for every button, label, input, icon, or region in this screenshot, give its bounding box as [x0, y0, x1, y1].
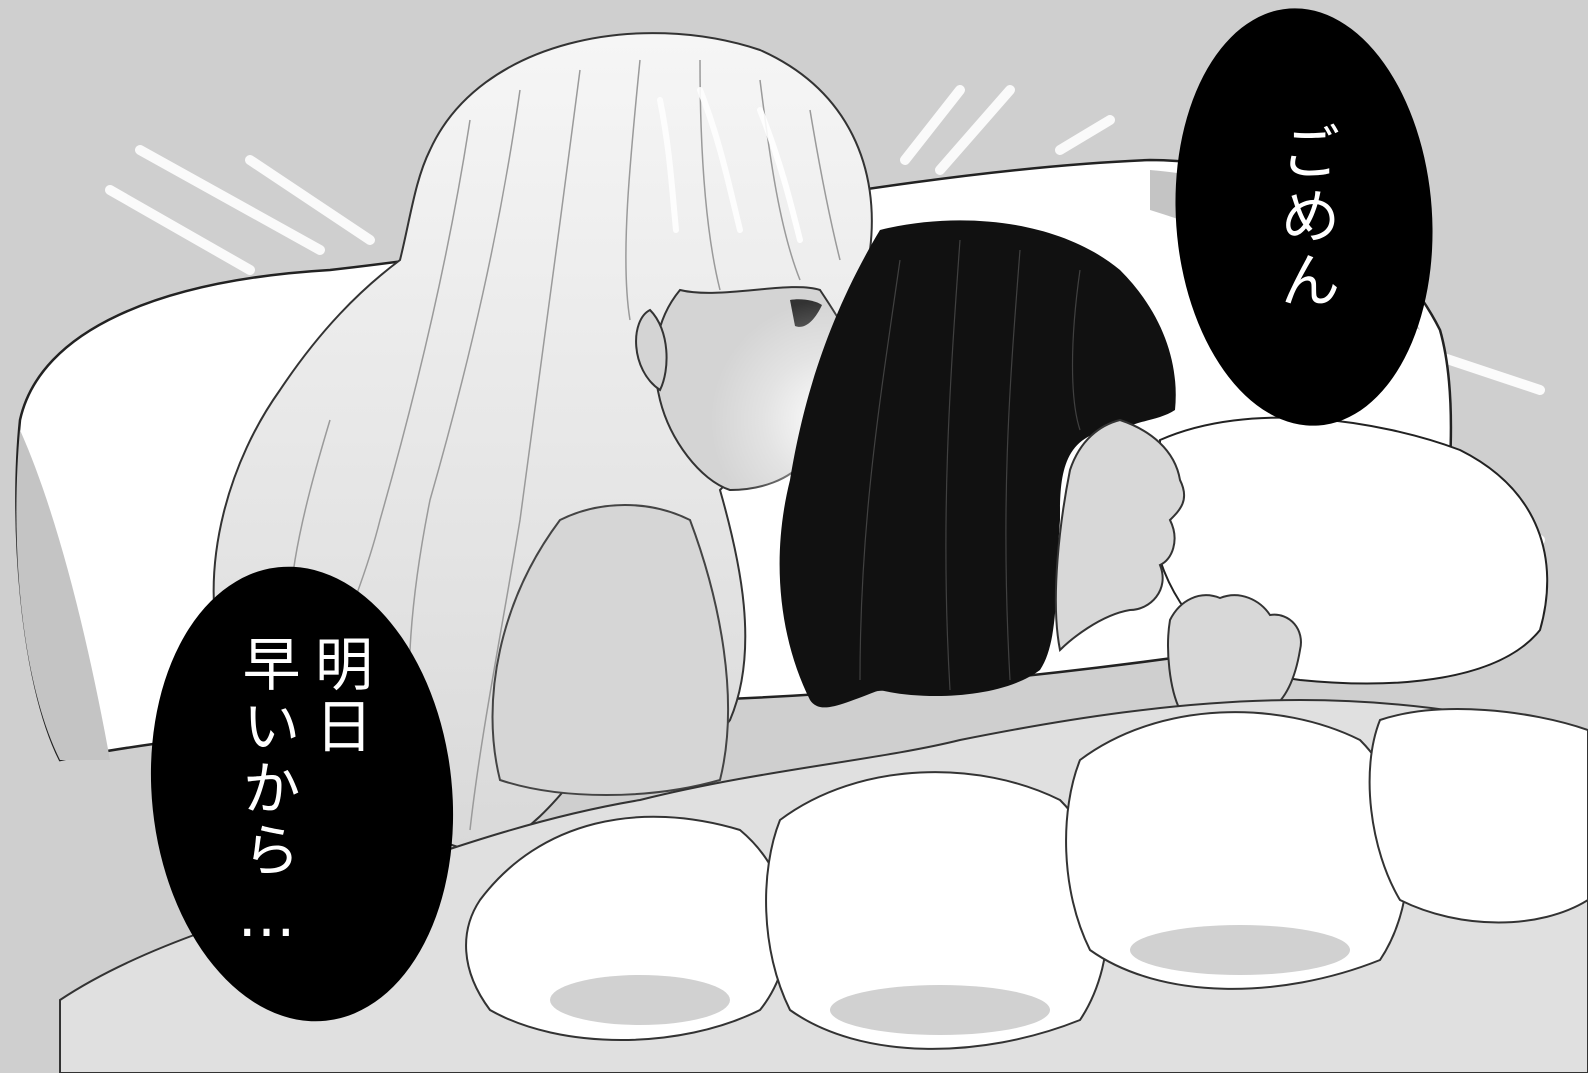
hand [1167, 594, 1302, 711]
blonde-shoulder [491, 504, 730, 796]
balloon-line-2: 早いから… [232, 634, 300, 954]
dark-face [1054, 418, 1186, 653]
dark-hair [779, 220, 1176, 708]
balloon-line-1: 明日 [304, 634, 373, 758]
balloon-text-gomen: ごめん [1269, 121, 1340, 313]
balloon-text-ashita: 明日 早いから… [230, 634, 375, 954]
